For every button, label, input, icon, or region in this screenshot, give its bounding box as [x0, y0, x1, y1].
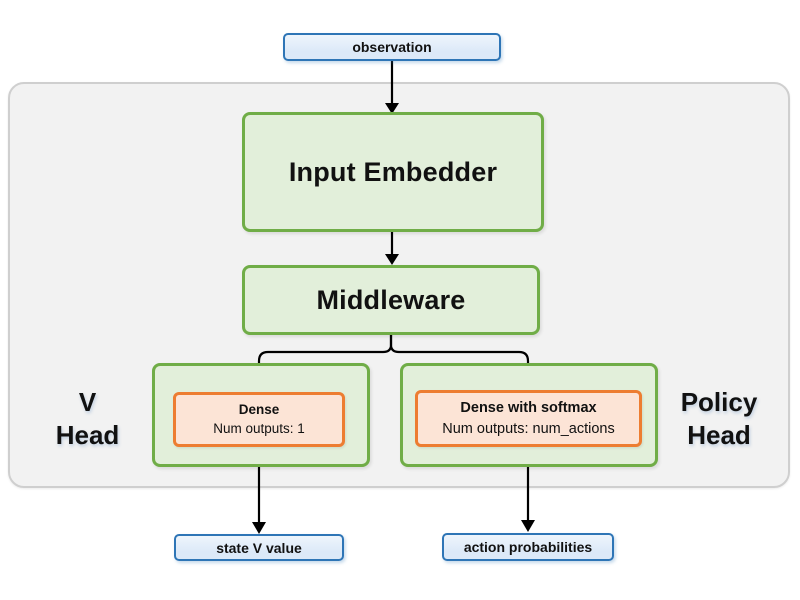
node-policy-dense-subtitle: Num outputs: num_actions — [442, 420, 615, 437]
node-policy-dense-title: Dense with softmax — [460, 400, 597, 417]
node-action-probabilities-label: action probabilities — [463, 539, 593, 555]
node-observation-label: observation — [352, 39, 432, 55]
group-label-v-head-line2: Head — [55, 420, 120, 450]
node-input-embedder: Input Embedder — [242, 112, 544, 232]
node-middleware: Middleware — [242, 265, 540, 335]
node-policy-dense: Dense with softmax Num outputs: num_acti… — [415, 390, 642, 447]
group-label-v-head: V Head — [35, 386, 140, 452]
group-label-policy-head: Policy Head — [658, 386, 780, 452]
group-label-policy-head-line1: Policy — [680, 387, 758, 417]
node-state-v-value-label: state V value — [216, 539, 302, 556]
node-observation: observation — [283, 33, 501, 61]
node-v-dense: Dense Num outputs: 1 — [173, 392, 345, 447]
node-middleware-label: Middleware — [316, 284, 466, 315]
node-action-probabilities: action probabilities — [442, 533, 614, 561]
group-label-policy-head-line2: Head — [687, 420, 751, 450]
node-state-v-value: state V value — [174, 534, 344, 561]
node-input-embedder-label: Input Embedder — [288, 156, 498, 187]
node-v-dense-title: Dense — [238, 401, 280, 417]
node-v-dense-subtitle: Num outputs: 1 — [213, 420, 305, 436]
group-label-v-head-line1: V — [78, 387, 97, 417]
